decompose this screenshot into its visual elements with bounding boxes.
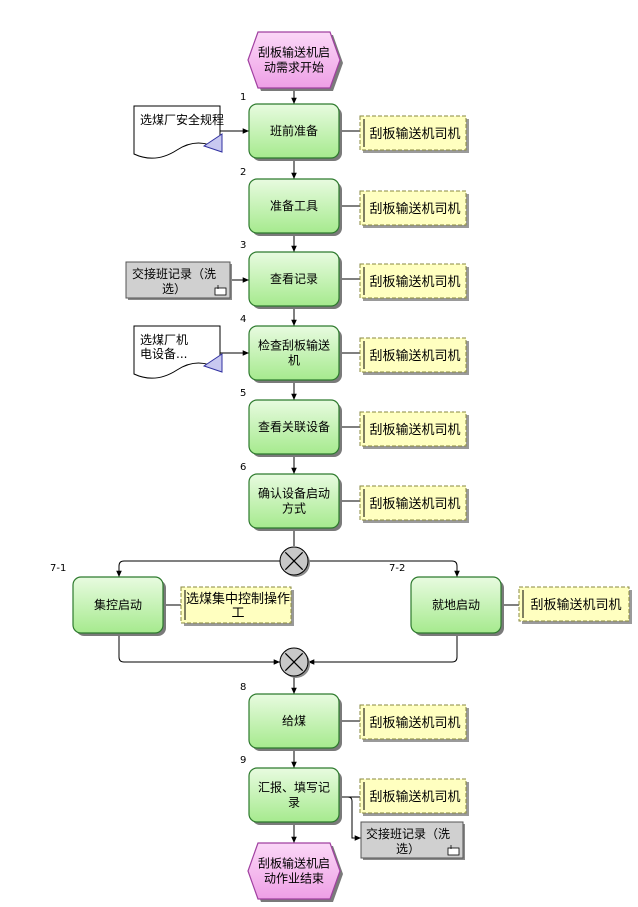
step-9-function-label: 汇报、填写记 (258, 780, 330, 795)
end-event-label: 动作业结束 (264, 872, 324, 886)
step-7-1-function-label: 集控启动 (94, 597, 142, 612)
step-4-function (248, 325, 340, 381)
step-4-role-label: 刮板输送机司机 (369, 348, 460, 364)
xor-merge-connector-cross (284, 652, 304, 672)
document-equipment-marker (202, 353, 223, 373)
step-7-1-role-label: 工 (231, 606, 244, 621)
step-7-2-role-label: 刮板输送机司机 (530, 597, 621, 613)
step-2-function-label: 准备工具 (270, 199, 318, 213)
step-5-function (248, 399, 340, 455)
step-7-1-function (72, 576, 164, 634)
step-8-role (359, 704, 467, 740)
step-number: 7-1 (50, 563, 66, 574)
step-2-role-label: 刮板输送机司机 (369, 201, 460, 217)
end-event-label: 刮板输送机启 (258, 856, 330, 871)
step-3-role (359, 263, 467, 299)
xor-split-connector-cross (284, 551, 304, 571)
flow-connector (308, 633, 458, 665)
start-event-label: 刮板输送机启 (258, 45, 330, 60)
record-shift-in-label: 选） (162, 282, 186, 296)
step-3-function-label: 查看记录 (270, 272, 318, 286)
step-number: 8 (240, 682, 246, 693)
end-event (247, 842, 341, 900)
step-number: 3 (240, 240, 246, 251)
step-6-function-label: 方式 (282, 501, 306, 516)
step-9-role-label: 刮板输送机司机 (369, 789, 460, 805)
step-1-role-label: 刮板输送机司机 (369, 126, 460, 142)
step-6-role (359, 485, 467, 521)
step-6-function-label: 确认设备启动 (258, 487, 330, 501)
step-7-1-role (180, 586, 292, 624)
step-9-function (248, 767, 340, 823)
step-3-role-label: 刮板输送机司机 (369, 274, 460, 290)
step-1-role (359, 115, 467, 151)
step-number: 9 (240, 755, 246, 766)
step-8-role-label: 刮板输送机司机 (369, 715, 460, 731)
step-4-role (359, 337, 467, 373)
step-4-function-label: 机 (288, 354, 300, 368)
start-event-label: 动需求开始 (264, 61, 324, 75)
step-8-function (248, 693, 340, 749)
document-equipment-label: 电设备... (140, 347, 187, 361)
flow-connector (308, 560, 460, 577)
step-5-function-label: 查看关联设备 (258, 420, 330, 434)
record-shift-out (360, 821, 464, 859)
flow-connector (116, 560, 280, 577)
step-9-function-label: 录 (288, 796, 300, 810)
document-equipment-label: 选煤厂机 (140, 333, 188, 347)
step-5-role (359, 411, 467, 447)
record-shift-in (125, 261, 231, 299)
step-7-2-function (410, 576, 502, 634)
step-2-function (248, 178, 340, 234)
flow-connector (118, 633, 280, 665)
document-safety-rules-label: 选煤厂安全规程 (140, 112, 224, 127)
step-3-function (248, 251, 340, 307)
step-1-function (248, 103, 340, 159)
step-number: 7-2 (389, 563, 405, 574)
record-shift-out-label: 选） (396, 842, 420, 856)
step-number: 6 (240, 462, 246, 473)
step-number: 1 (240, 92, 246, 103)
step-7-2-role (518, 586, 630, 622)
step-6-role-label: 刮板输送机司机 (369, 496, 460, 512)
step-number: 4 (240, 314, 246, 325)
step-7-1-role-label: 选煤集中控制操作 (186, 591, 290, 607)
record-shift-in-label: 交接班记录（洗 (132, 266, 216, 281)
document-safety-rules-marker (202, 133, 223, 153)
step-1-function-label: 班前准备 (270, 123, 318, 138)
step-5-role-label: 刮板输送机司机 (369, 422, 460, 438)
step-6-function (248, 473, 340, 529)
step-7-2-function-label: 就地启动 (432, 598, 480, 612)
record-shift-in-tray-icon (214, 287, 227, 296)
record-shift-out-label: 交接班记录（洗 (366, 826, 450, 841)
flow-connector (339, 796, 361, 841)
step-number: 5 (240, 388, 246, 399)
start-event (247, 31, 341, 89)
step-2-role (359, 190, 467, 226)
record-shift-out-tray-icon (447, 847, 460, 856)
step-8-function-label: 给煤 (282, 714, 306, 728)
step-number: 2 (240, 167, 246, 178)
step-9-role (359, 778, 467, 814)
step-4-function-label: 检查刮板输送 (258, 338, 330, 353)
